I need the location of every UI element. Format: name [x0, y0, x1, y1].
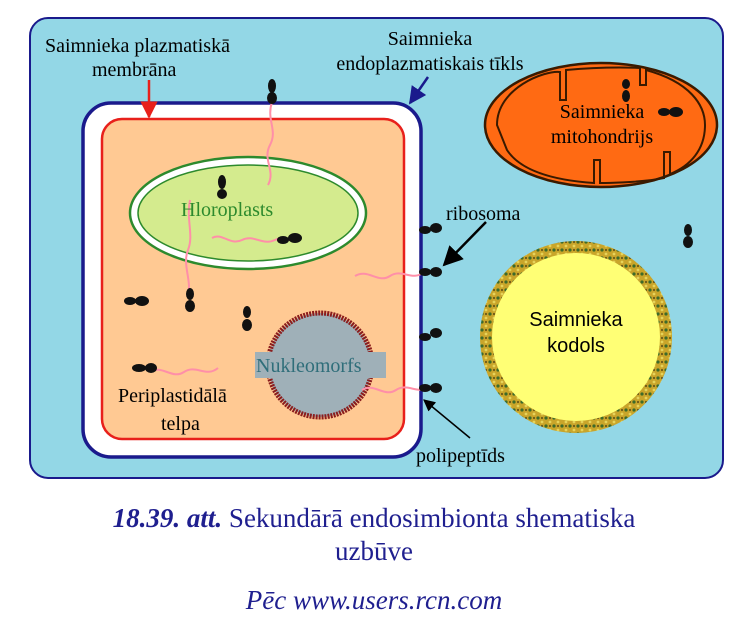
figure-title-part1: Sekundārā endosimbionta shematiska	[228, 503, 636, 533]
periplastid-label-line1: Periplastidālā	[118, 385, 227, 407]
ribosomes	[124, 79, 693, 393]
ribosome-label: ribosoma	[446, 203, 521, 225]
host-membrane-label-line2: membrāna	[92, 59, 177, 81]
chloroplast-inner	[137, 164, 359, 262]
er-arrow	[408, 76, 430, 105]
figure-source: Pēc www.users.rcn.com	[245, 585, 503, 615]
polypeptide-label: polipeptīds	[416, 445, 505, 467]
host-nucleus	[492, 253, 660, 421]
chloroplast-label: Hloroplasts	[181, 199, 273, 221]
ribosome-arrow	[442, 221, 487, 267]
host-membrane-label-line1: Saimnieka plazmatiskā	[45, 35, 230, 57]
nucleomorph-label-bg	[255, 352, 386, 378]
polypeptide-chains	[149, 101, 431, 394]
host-nucleus-label-line1: Saimnieka	[529, 309, 623, 331]
periplastid-label-line2: telpa	[161, 413, 200, 435]
mitochondrion-cristae	[495, 66, 707, 185]
host-er-label-line2: endoplazmatiskais tīkls	[336, 53, 523, 75]
host-mito-label-line2: mitohondrijs	[551, 126, 653, 148]
nucleomorph-label: Nukleomorfs	[256, 355, 362, 377]
figure-number: 18.39. att.	[112, 503, 223, 533]
figure-caption-line2: uzbūve	[335, 536, 413, 566]
polypeptide-arrow	[423, 399, 471, 439]
figure-caption-line1: 18.39. att. Sekundārā endosimbionta shem…	[0, 503, 748, 534]
host-er-label-line1: Saimnieka	[388, 28, 473, 50]
host-nucleus-label-line2: kodols	[547, 335, 605, 357]
endosymbiont-diagram: Saimnieka plazmatiskā membrāna Saimnieka…	[29, 17, 724, 479]
host-mito-label-line1: Saimnieka	[560, 101, 645, 123]
mitochondrion-outer	[483, 61, 719, 189]
